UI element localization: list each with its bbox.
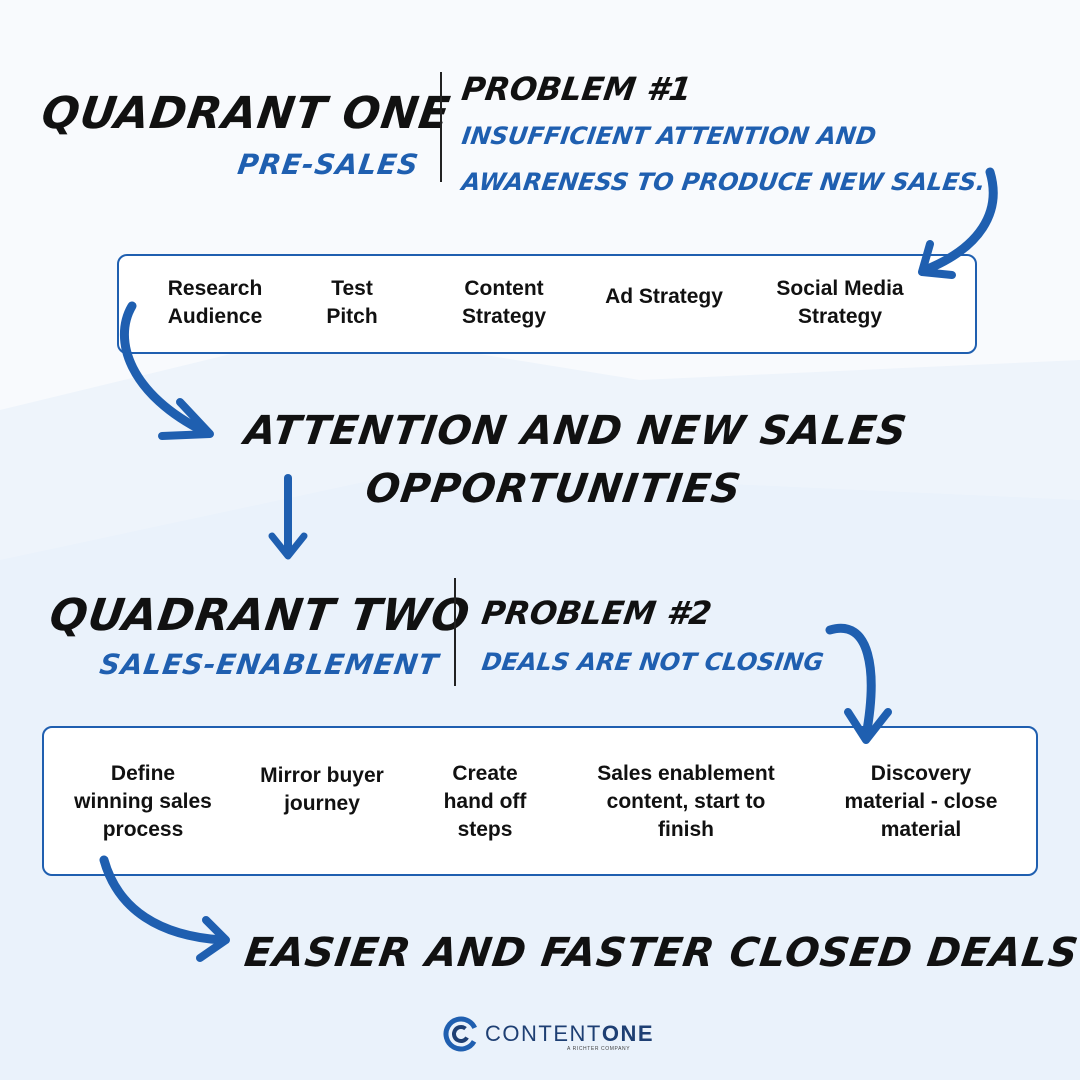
- wordmark-light: CONTENT: [485, 1021, 602, 1046]
- q1-item-test-pitch: Test Pitch: [326, 275, 377, 331]
- q2-item-mirror-buyer-journey: Mirror buyer journey: [260, 762, 384, 818]
- contentone-logo: CONTENTONE A RICHTER COMPANY: [443, 1014, 654, 1054]
- contentone-wordmark: CONTENTONE: [485, 1021, 654, 1047]
- quadrant-two-subtitle: SALES-ENABLEMENT: [97, 648, 441, 681]
- q2-item-define-winning-sales-process: Define winning sales process: [74, 760, 212, 844]
- q1-item-content-strategy: Content Strategy: [462, 275, 546, 331]
- logo-tagline: A RICHTER COMPANY: [567, 1046, 631, 1052]
- quadrant-one-outcome-line1: ATTENTION AND NEW SALES: [241, 408, 911, 454]
- q1-item-ad-strategy: Ad Strategy: [605, 283, 723, 311]
- q2-item-sales-enablement-content: Sales enablement content, start to finis…: [597, 760, 774, 844]
- q2-item-line: Define: [110, 762, 176, 785]
- q1-item-line: Ad Strategy: [605, 285, 723, 308]
- wordmark-bold: ONE: [601, 1021, 655, 1046]
- q2-item-line: steps: [457, 818, 513, 841]
- q1-item-line: Strategy: [797, 305, 883, 328]
- q1-item-line: Strategy: [461, 305, 547, 328]
- quadrant-one-divider: [440, 72, 442, 182]
- problem-one-desc-line2: awareness to produce new sales.: [460, 168, 988, 196]
- q2-item-line: journey: [284, 792, 360, 815]
- q2-item-line: Discovery: [870, 762, 972, 785]
- q2-item-create-hand-off-steps: Create hand off steps: [444, 760, 527, 844]
- q1-item-line: Social Media: [776, 277, 904, 300]
- quadrant-one-subtitle: PRE-SALES: [235, 148, 422, 181]
- q1-item-research-audience: Research Audience: [168, 275, 263, 331]
- q2-item-line: content, start to: [606, 790, 766, 813]
- q1-item-line: Test: [331, 277, 373, 300]
- problem-two-desc: Deals are not closing: [480, 648, 826, 676]
- quadrant-two-box: [42, 726, 1038, 876]
- q2-item-line: Mirror buyer: [260, 764, 384, 787]
- q2-item-line: material: [880, 818, 962, 841]
- contentone-logo-icon: [443, 1016, 479, 1052]
- q2-item-line: hand off: [443, 790, 527, 813]
- quadrant-one-box: [117, 254, 977, 354]
- q2-item-line: winning sales: [74, 790, 212, 813]
- q2-item-line: Sales enablement: [597, 762, 775, 785]
- quadrant-two-title: QUADRANT TWO: [46, 590, 474, 641]
- q2-item-line: process: [102, 818, 184, 841]
- problem-two-title: Problem #2: [479, 594, 715, 632]
- q1-item-social-media-strategy: Social Media Strategy: [776, 275, 903, 331]
- quadrant-one-outcome-line2: OPPORTUNITIES: [362, 466, 745, 512]
- q1-item-line: Audience: [167, 305, 263, 328]
- q2-item-line: material - close: [844, 790, 998, 813]
- problem-one-title: Problem #1: [459, 70, 695, 108]
- q2-item-line: finish: [657, 818, 714, 841]
- quadrant-one-title: QUADRANT ONE: [38, 88, 454, 139]
- q2-item-line: Create: [452, 762, 518, 785]
- quadrant-two-outcome: EASIER AND FASTER CLOSED DEALS: [241, 930, 1080, 976]
- quadrant-two-divider: [454, 578, 456, 686]
- problem-one-desc-line1: Insufficient attention and: [460, 122, 879, 150]
- q2-item-discovery-material: Discovery material - close material: [845, 760, 998, 844]
- q1-item-line: Pitch: [326, 305, 378, 328]
- q1-item-line: Research: [167, 277, 263, 300]
- q1-item-line: Content: [464, 277, 544, 300]
